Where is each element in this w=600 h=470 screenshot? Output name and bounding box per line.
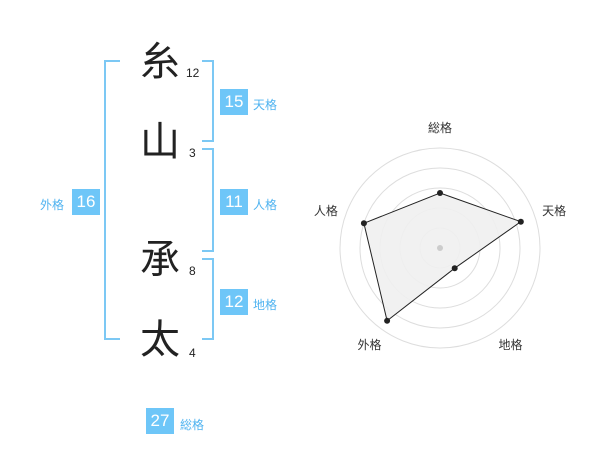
jinkaku-bracket	[202, 148, 214, 252]
chikaku-badge: 12	[220, 289, 248, 315]
tenkaku-bracket	[202, 60, 214, 142]
jinkaku-label: 人格	[253, 198, 278, 212]
radar-axis-label-2: 天格	[542, 203, 566, 218]
radar-ring-4	[359, 167, 521, 329]
tenkaku-badge: 15	[220, 89, 248, 115]
name-char-3: 承	[140, 237, 180, 283]
radar-point-1	[437, 190, 443, 196]
soukaku-label: 総格	[180, 418, 205, 432]
radar-axis-label-3: 地格	[498, 337, 522, 352]
radar-axis-label-1: 総格	[428, 120, 452, 135]
jinkaku-badge: 11	[220, 189, 248, 215]
radar-area	[363, 192, 522, 322]
radar-axis-label-4: 外格	[357, 337, 381, 352]
stroke-count-3: 8	[189, 264, 196, 278]
name-char-4: 太	[140, 317, 180, 363]
soukaku-badge: 27	[146, 408, 174, 434]
gaikaku-badge: 16	[72, 189, 100, 215]
radar-ring-5	[339, 147, 541, 349]
radar-point-4	[384, 317, 391, 324]
stroke-count-4: 4	[189, 346, 196, 360]
radar-center	[437, 245, 443, 251]
radar-point-3	[451, 265, 458, 272]
stroke-count-1: 12	[186, 66, 200, 80]
radar-axis-label-5: 人格	[314, 203, 338, 218]
gaikaku-label: 外格	[40, 198, 65, 212]
name-char-2: 山	[140, 119, 180, 165]
chikaku-bracket	[202, 258, 214, 340]
radar-point-5	[360, 220, 367, 227]
chikaku-label: 地格	[253, 298, 278, 312]
radar-points	[360, 190, 524, 324]
gaikaku-bracket	[104, 60, 120, 340]
radar-point-2	[517, 218, 524, 225]
stroke-count-2: 3	[189, 146, 196, 160]
name-char-1: 糸	[140, 39, 180, 85]
tenkaku-label: 天格	[253, 98, 278, 112]
